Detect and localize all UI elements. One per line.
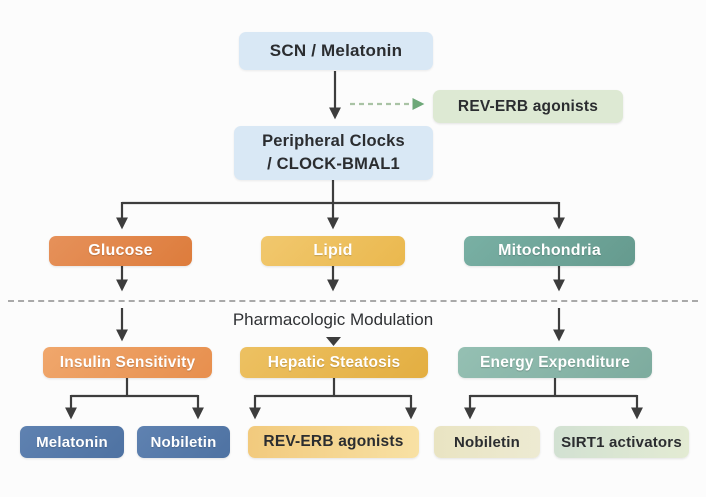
node-nobiletin-energy: Nobiletin [434,426,540,458]
node-rev-erb-agonists-bottom: REV-ERB agonists [248,426,419,458]
node-label: Nobiletin [150,433,217,451]
node-insulin-sensitivity: Insulin Sensitivity [43,347,212,378]
node-label: Glucose [88,242,153,259]
node-scn-melatonin: SCN / Melatonin [239,32,433,70]
node-label-line2: / CLOCK-BMAL1 [267,155,400,173]
node-label: SCN / Melatonin [269,41,403,60]
pharmacologic-modulation-label: Pharmacologic Modulation [232,310,434,329]
node-label: Nobiletin [454,433,520,451]
node-label: Hepatic Steatosis [267,353,401,371]
node-rev-erb-agonists-top: REV-ERB agonists [433,90,623,123]
node-sirt1-activators: SIRT1 activators [554,426,689,458]
node-label-line1: Peripheral Clocks [262,131,405,150]
node-label: Lipid [313,242,353,259]
node-energy-expenditure: Energy Expenditure [458,347,652,378]
node-melatonin: Melatonin [20,426,124,458]
node-mitochondria: Mitochondria [464,236,635,266]
node-lipid: Lipid [261,236,405,266]
node-label: REV-ERB agonists [263,433,404,450]
node-label: Melatonin [36,433,108,451]
node-label: Energy Expenditure [479,353,631,371]
node-glucose: Glucose [49,236,192,266]
node-label: SIRT1 activators [561,433,682,451]
node-label: Mitochondria [498,242,601,259]
pharmacologic-divider-line [8,300,698,302]
node-label: Insulin Sensitivity [59,353,196,371]
node-peripheral-clocks: Peripheral Clocks / CLOCK-BMAL1 [234,126,433,180]
node-nobiletin-insulin: Nobiletin [137,426,230,458]
node-hepatic-steatosis: Hepatic Steatosis [240,347,428,378]
node-label: REV-ERB agonists [457,97,599,115]
